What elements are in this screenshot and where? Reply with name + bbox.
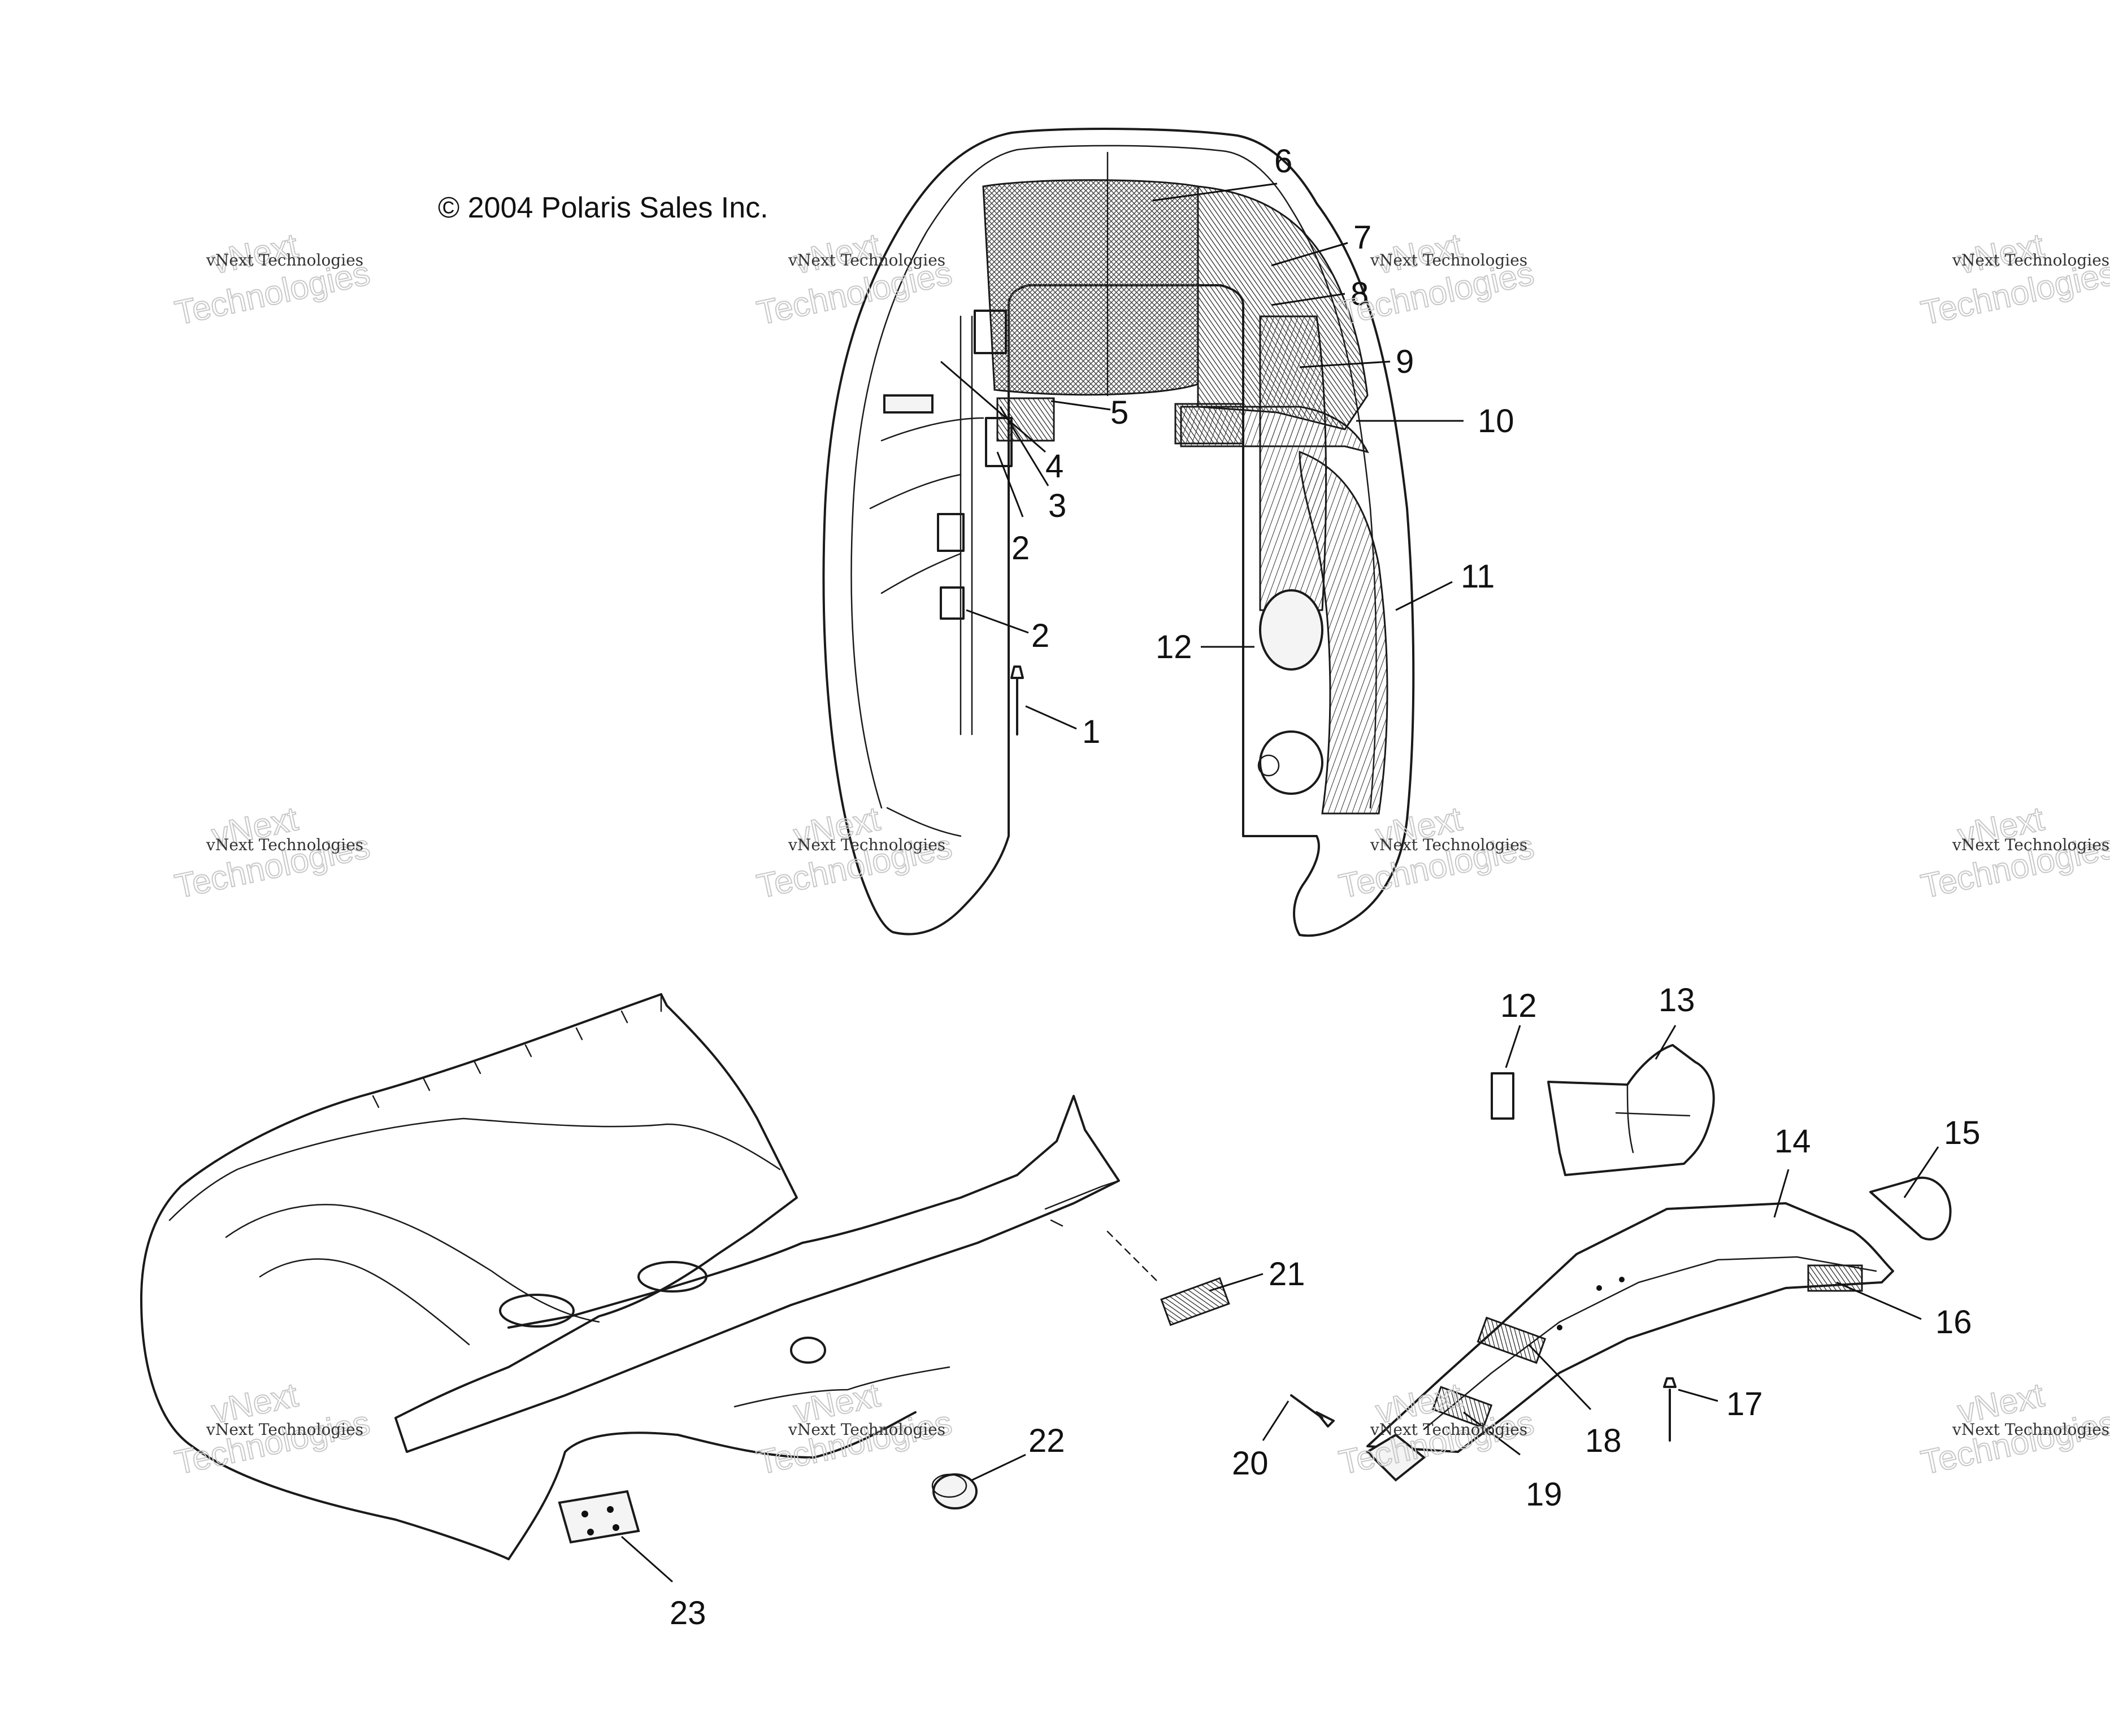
watermark-tile: vNext Technologies vNext Technologies (753, 225, 956, 332)
callout-11: 11 (1461, 558, 1495, 595)
callout-14: 13 (1659, 982, 1695, 1019)
callout-2b: 2 (1031, 617, 1049, 654)
watermark-tile: vNext Technologies vNext Technologies (753, 1375, 956, 1482)
svg-text:vNext Technologies: vNext Technologies (788, 251, 945, 269)
watermark-tile: vNext Technologies vNext Technologies (1917, 799, 2110, 906)
callout-7: 7 (1353, 219, 1371, 256)
callout-17: 16 (1935, 1304, 1972, 1341)
watermark-tile: vNext Technologies vNext Technologies (1917, 225, 2110, 332)
callout-10: 10 (1478, 403, 1514, 440)
watermark-tile: vNext Technologies vNext Technologies (1917, 1375, 2110, 1482)
callout-8: 8 (1351, 276, 1369, 312)
watermark-tile: vNext Technologies vNext Technologies (1335, 799, 1538, 906)
svg-text:vNext Technologies: vNext Technologies (788, 1420, 945, 1439)
svg-text:vNext Technologies: vNext Technologies (1952, 251, 2109, 269)
callout-21: 20 (1232, 1445, 1269, 1482)
watermarks: vNext Technologies vNext Technologies vN… (171, 225, 2110, 1482)
callout-20: 19 (1526, 1476, 1562, 1513)
callout-6: 6 (1274, 143, 1292, 180)
callout-15: 14 (1774, 1123, 1811, 1160)
copyright-text: © 2004 Polaris Sales Inc. (438, 192, 769, 224)
callout-19: 18 (1585, 1422, 1622, 1459)
upper-callouts: 6 7 8 9 10 11 12 5 4 3 2 2 1 (940, 143, 1514, 750)
lower-left-callouts: 21 22 23 (621, 1256, 1305, 1631)
lower-right-callouts: 12 13 14 15 16 17 18 19 20 (1232, 982, 1981, 1513)
svg-text:vNext Technologies: vNext Technologies (206, 251, 363, 269)
callout-12: 12 (1156, 629, 1192, 665)
callout-3: 3 (1048, 488, 1066, 524)
callout-13: 12 (1500, 987, 1537, 1024)
watermark-tile: vNext Technologies vNext Technologies (171, 225, 374, 332)
svg-text:vNext Technologies: vNext Technologies (788, 836, 945, 854)
svg-text:vNext Technologies: vNext Technologies (1370, 251, 1527, 269)
callout-18: 17 (1726, 1386, 1763, 1422)
svg-text:vNext Technologies: vNext Technologies (1370, 836, 1527, 854)
hood-inner-panel-icon (822, 128, 1415, 937)
hood-outer-shell-icon (140, 993, 1230, 1560)
svg-text:vNext Technologies: vNext Technologies (206, 1420, 363, 1439)
watermark-tile: vNext Technologies vNext Technologies (171, 799, 374, 906)
callout-2a: 2 (1011, 530, 1030, 567)
svg-text:vNext Technologies: vNext Technologies (206, 836, 363, 854)
watermark-tile: vNext Technologies vNext Technologies (753, 799, 956, 906)
callout-22: 21 (1269, 1256, 1305, 1293)
callout-4: 4 (1045, 448, 1063, 485)
callout-23: 22 (1028, 1422, 1065, 1459)
callout-1: 1 (1082, 713, 1100, 750)
watermark-tile: vNext Technologies vNext Technologies (171, 1375, 374, 1482)
callout-5: 5 (1110, 394, 1128, 431)
callout-9: 9 (1396, 343, 1414, 380)
svg-text:vNext Technologies: vNext Technologies (1952, 1420, 2109, 1439)
callout-24: 23 (670, 1595, 706, 1631)
svg-text:vNext Technologies: vNext Technologies (1952, 836, 2109, 854)
watermark-tile: vNext Technologies vNext Technologies (1335, 1375, 1538, 1482)
svg-text:vNext Technologies: vNext Technologies (1370, 1420, 1527, 1439)
fender-and-fastener-icons (1290, 1044, 1952, 1482)
callout-16: 15 (1944, 1115, 1981, 1151)
